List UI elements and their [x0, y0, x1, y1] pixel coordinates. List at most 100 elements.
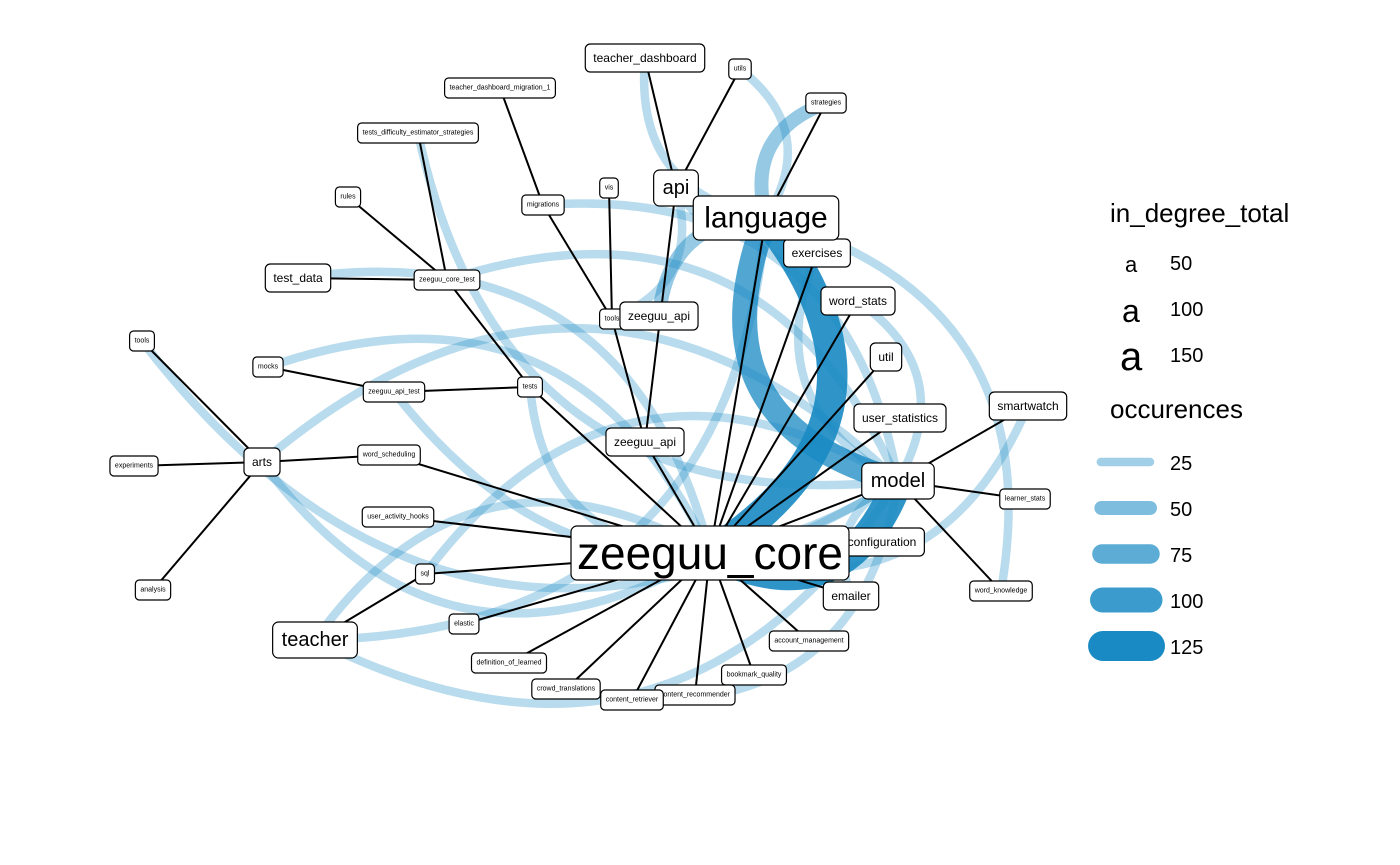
- node-box: [448, 613, 480, 635]
- dependency-edge: [853, 296, 926, 486]
- legend-size-value: 50: [1170, 253, 1192, 275]
- node-zeeguu-core-test: zeeguu_core_test: [413, 269, 481, 291]
- node-box: [599, 177, 619, 199]
- node-label: vis: [605, 185, 614, 192]
- node-label: emailer: [831, 589, 870, 603]
- legend-width-value: 25: [1170, 453, 1192, 475]
- tree-edge: [608, 187, 613, 320]
- node-rules: rules: [334, 186, 362, 208]
- node-box: [822, 581, 880, 611]
- legend-width-title: occurences: [1110, 394, 1243, 424]
- tree-edge: [141, 340, 263, 463]
- node-teacher: teacher: [272, 621, 358, 659]
- node-label: word_knowledge: [974, 588, 1028, 595]
- node-box: [861, 462, 935, 500]
- node-box: [869, 342, 903, 372]
- node-label: tests_difficulty_estimator_strategies: [363, 130, 474, 137]
- node-experiments: experiments: [109, 455, 159, 477]
- dependency-edge: [310, 498, 715, 645]
- node-box: [570, 525, 850, 581]
- node-label: elastic: [454, 621, 474, 628]
- node-box: [517, 376, 543, 398]
- node-migrations: migrations: [521, 194, 565, 216]
- node-box: [853, 403, 947, 433]
- node-exercises: exercises: [783, 238, 851, 268]
- node-content-recommender: content_recommender: [654, 684, 736, 706]
- node-word-knowledge: word_knowledge: [969, 580, 1033, 602]
- node-crowd-translations: crowd_translations: [531, 678, 601, 700]
- node-label: mocks: [258, 364, 279, 371]
- node-box: [357, 122, 479, 144]
- tree-edge: [611, 318, 646, 443]
- node-definition-of-learned: definition_of_learned: [470, 652, 548, 674]
- node-label: teacher_dashboard: [593, 51, 696, 65]
- node-label: exercises: [792, 246, 843, 260]
- node-box: [272, 621, 358, 659]
- tree-edge: [417, 132, 448, 281]
- node-box: [988, 391, 1068, 421]
- legend-size-title: in_degree_total: [1110, 198, 1289, 228]
- node-language: language: [692, 195, 840, 241]
- tree-edge: [709, 252, 818, 554]
- node-label: zeeguu_core_test: [419, 277, 475, 284]
- node-tests-difficulty-estimator-strategies: tests_difficulty_estimator_strategies: [357, 122, 479, 144]
- node-analysis: analysis: [134, 579, 172, 601]
- legend-width-value: 50: [1170, 499, 1192, 521]
- node-box: [252, 356, 284, 378]
- node-label: rules: [340, 194, 356, 201]
- node-sql: sql: [414, 563, 436, 585]
- node-model: model: [861, 462, 935, 500]
- node-box: [600, 689, 664, 711]
- node-label: definition_of_learned: [477, 660, 542, 667]
- node-elastic: elastic: [448, 613, 480, 635]
- node-content-retriever: content_retriever: [600, 689, 664, 711]
- node-user-activity-hooks: user_activity_hooks: [361, 506, 435, 528]
- node-box: [357, 444, 421, 466]
- node-label: word_scheduling: [362, 452, 416, 459]
- node-strategies: strategies: [805, 92, 847, 114]
- tree-edge: [709, 217, 767, 554]
- node-label: account_management: [774, 638, 843, 645]
- dependency-edge: [420, 411, 903, 579]
- node-label: user_statistics: [862, 411, 938, 425]
- node-label: test_data: [273, 271, 323, 285]
- node-box: [999, 488, 1051, 510]
- tree-edge: [542, 204, 613, 320]
- node-box: [129, 330, 155, 352]
- node-label: teacher_dashboard_migration_1: [450, 85, 551, 92]
- node-label: sql: [421, 571, 430, 578]
- node-word-stats: word_stats: [820, 286, 896, 316]
- node-box: [243, 447, 281, 477]
- node-user-statistics: user_statistics: [853, 403, 947, 433]
- node-box: [805, 92, 847, 114]
- legend-size-value: 150: [1170, 345, 1203, 367]
- node-label: tools: [605, 316, 620, 323]
- node-box: [584, 43, 706, 73]
- node-box: [444, 77, 556, 99]
- node-label: experiments: [115, 463, 154, 470]
- dependency-edges: [137, 53, 1033, 708]
- node-box: [361, 506, 435, 528]
- node-box: [134, 579, 172, 601]
- node-box: [653, 169, 699, 207]
- node-account-management: account_management: [768, 630, 850, 652]
- dependency-edge: [293, 267, 715, 558]
- node-box: [969, 580, 1033, 602]
- legend-width-swatches: [1088, 457, 1165, 661]
- node-utils: utils: [728, 58, 752, 80]
- node-box: [334, 186, 362, 208]
- node-test-data: test_data: [264, 263, 332, 293]
- node-label: arts: [252, 455, 272, 469]
- tree-edge: [709, 300, 859, 554]
- legend: in_degree_total a 50 a 100 a 150 occuren…: [1088, 198, 1289, 661]
- legend-size-value: 100: [1170, 299, 1203, 321]
- node-label: migrations: [527, 202, 560, 209]
- legend-size-glyph: a: [1125, 252, 1138, 277]
- node-mocks: mocks: [252, 356, 284, 378]
- dependency-edge: [694, 202, 848, 569]
- tree-edge: [644, 57, 677, 189]
- node-arts: arts: [243, 447, 281, 477]
- node-tools: tools: [129, 330, 155, 352]
- node-teacher-dashboard: teacher_dashboard: [584, 43, 706, 73]
